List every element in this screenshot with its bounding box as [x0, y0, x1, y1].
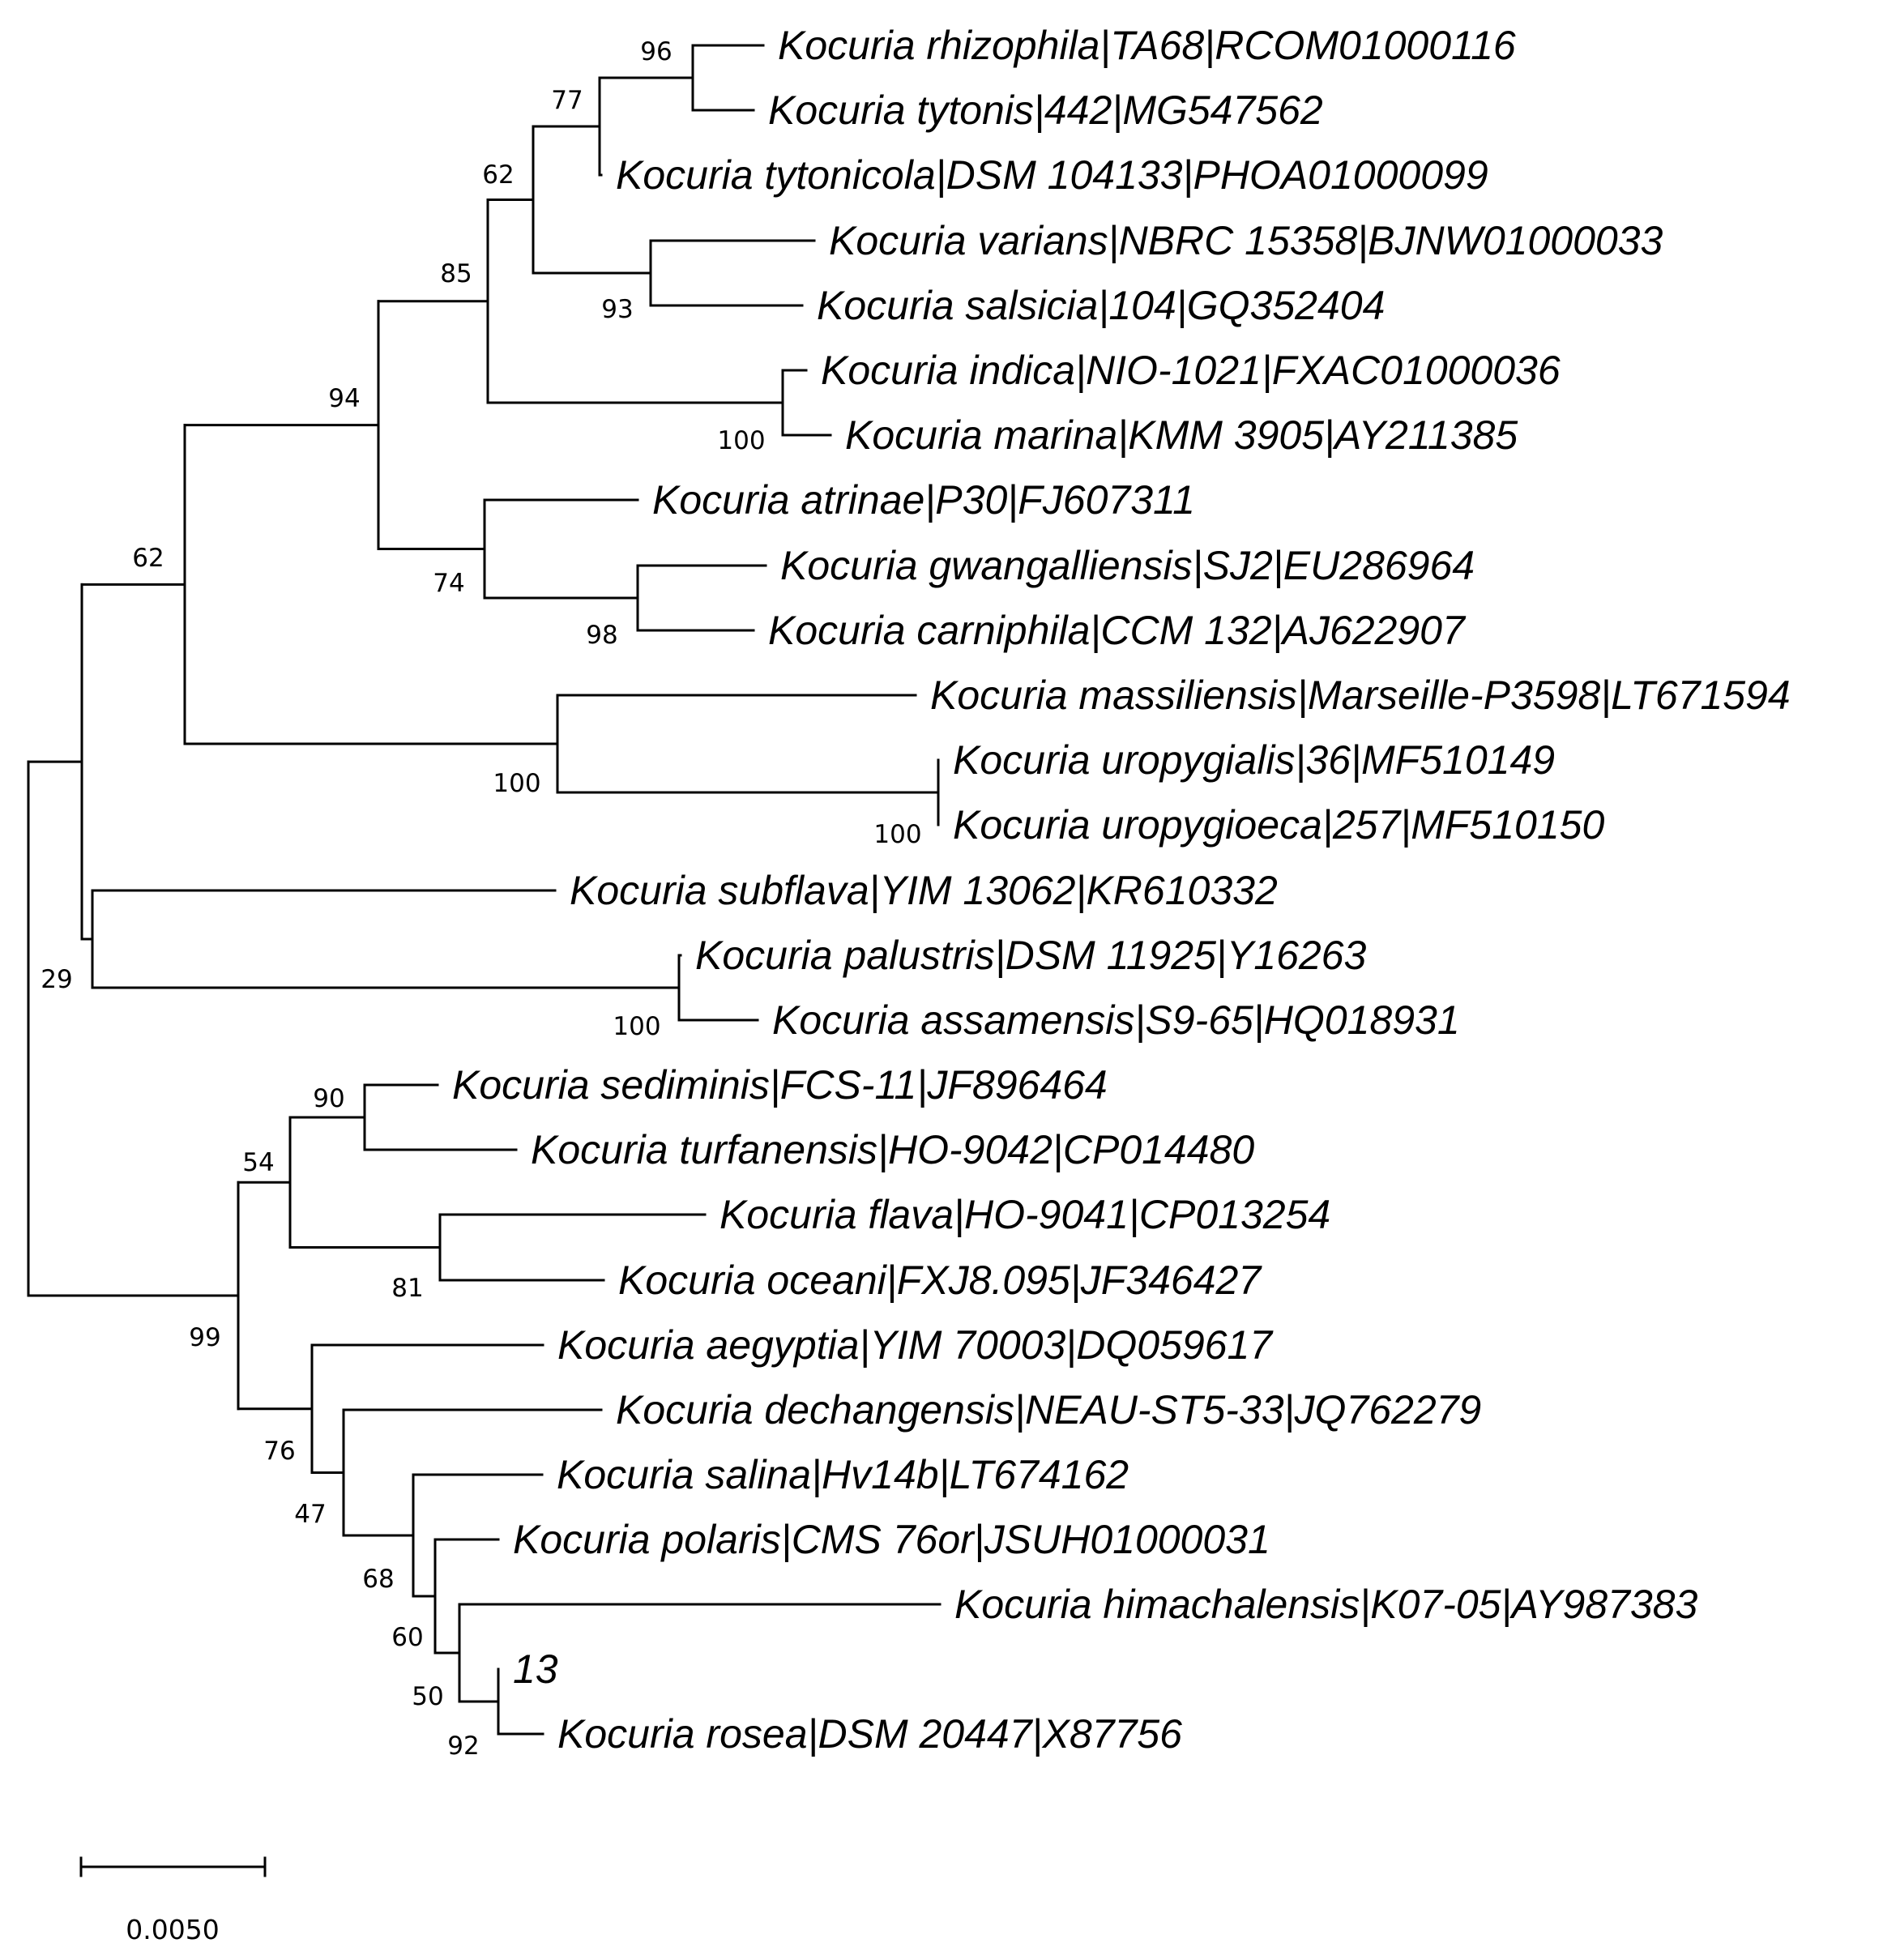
- taxon-label: Kocuria uropygioeca|257|MF510150: [953, 802, 1604, 848]
- taxon-label: Kocuria massiliensis|Marseille-P3598|LT6…: [930, 673, 1791, 719]
- bootstrap-value: 54: [242, 1148, 274, 1177]
- taxon-label: Kocuria carniphila|CCM 132|AJ622907: [768, 608, 1467, 654]
- bootstrap-value: 90: [313, 1084, 344, 1113]
- taxon-label: Kocuria turfanensis|HO-9042|CP014480: [531, 1127, 1254, 1173]
- taxon-label: Kocuria salina|Hv14b|LT674162: [557, 1452, 1129, 1498]
- taxon-label: Kocuria oceani|FXJ8.095|JF346427: [618, 1258, 1262, 1304]
- bootstrap-value: 100: [613, 1012, 660, 1041]
- taxon-label: Kocuria polaris|CMS 76or|JSUH01000031: [513, 1517, 1270, 1563]
- bootstrap-value: 62: [482, 160, 514, 190]
- bootstrap-value: 99: [189, 1323, 220, 1352]
- scale-bar: 0.0050: [79, 1856, 267, 1945]
- taxon-label: Kocuria sediminis|FCS-11|JF896464: [452, 1062, 1108, 1108]
- bootstrap-value: 29: [41, 965, 72, 994]
- taxon-label: Kocuria flava|HO-9041|CP013254: [719, 1192, 1330, 1238]
- bootstrap-value: 50: [412, 1682, 443, 1711]
- bootstrap-value: 68: [362, 1565, 394, 1594]
- taxon-label: Kocuria rhizophila|TA68|RCOM01000116: [778, 23, 1516, 69]
- bootstrap-value: 47: [294, 1500, 326, 1529]
- bootstrap-value: 96: [640, 37, 672, 66]
- scale-bar-label: 0.0050: [126, 1914, 219, 1945]
- bootstrap-value: 93: [601, 295, 633, 324]
- taxon-labels: Kocuria rhizophila|TA68|RCOM01000116Kocu…: [452, 23, 1791, 1757]
- taxon-label: Kocuria varians|NBRC 15358|BJNW01000033: [829, 218, 1663, 264]
- bootstrap-value: 94: [328, 384, 360, 413]
- bootstrap-value: 74: [433, 569, 464, 598]
- taxon-label: Kocuria tytonis|442|MG547562: [768, 88, 1323, 134]
- taxon-label: Kocuria himachalensis|K07-05|AY987383: [954, 1582, 1697, 1628]
- taxon-label: Kocuria palustris|DSM 11925|Y16263: [695, 933, 1366, 979]
- tree-branches: [27, 44, 942, 1736]
- taxon-label: Kocuria salsicia|104|GQ352404: [817, 283, 1385, 329]
- taxon-label: Kocuria subflava|YIM 13062|KR610332: [570, 868, 1278, 914]
- taxon-label: Kocuria assamensis|S9-65|HQ018931: [772, 997, 1460, 1044]
- taxon-label: Kocuria aegyptia|YIM 70003|DQ059617: [557, 1322, 1274, 1369]
- bootstrap-value: 100: [493, 769, 540, 798]
- bootstrap-value: 100: [873, 820, 921, 849]
- taxon-label: Kocuria uropygialis|36|MF510149: [953, 737, 1555, 784]
- bootstrap-value: 85: [440, 259, 472, 288]
- bootstrap-value: 62: [132, 544, 164, 573]
- bootstrap-value: 77: [551, 86, 583, 115]
- taxon-label: Kocuria atrinae|P30|FJ607311: [652, 477, 1195, 523]
- taxon-label: Kocuria tytonicola|DSM 104133|PHOA010000…: [616, 152, 1488, 199]
- taxon-label: Kocuria dechangensis|NEAU-ST5-33|JQ76227…: [616, 1387, 1481, 1433]
- bootstrap-value: 81: [391, 1274, 423, 1303]
- bootstrap-value: 100: [717, 426, 765, 455]
- bootstrap-value: 92: [447, 1732, 479, 1761]
- bootstrap-value: 98: [586, 621, 617, 650]
- bootstrap-value: 60: [391, 1623, 423, 1652]
- taxon-label: 13: [513, 1646, 558, 1692]
- taxon-label: Kocuria rosea|DSM 20447|X87756: [557, 1711, 1182, 1757]
- taxon-label: Kocuria gwangalliensis|SJ2|EU286964: [780, 543, 1475, 589]
- taxon-label: Kocuria indica|NIO-1021|FXAC01000036: [821, 348, 1561, 394]
- taxon-label: Kocuria marina|KMM 3905|AY211385: [845, 412, 1518, 459]
- bootstrap-value: 76: [263, 1437, 295, 1466]
- bootstrap-labels: 96 77 93 62 100 85 98 74 94 100 100 62 100 29 90 81 54 92…: [41, 37, 921, 1761]
